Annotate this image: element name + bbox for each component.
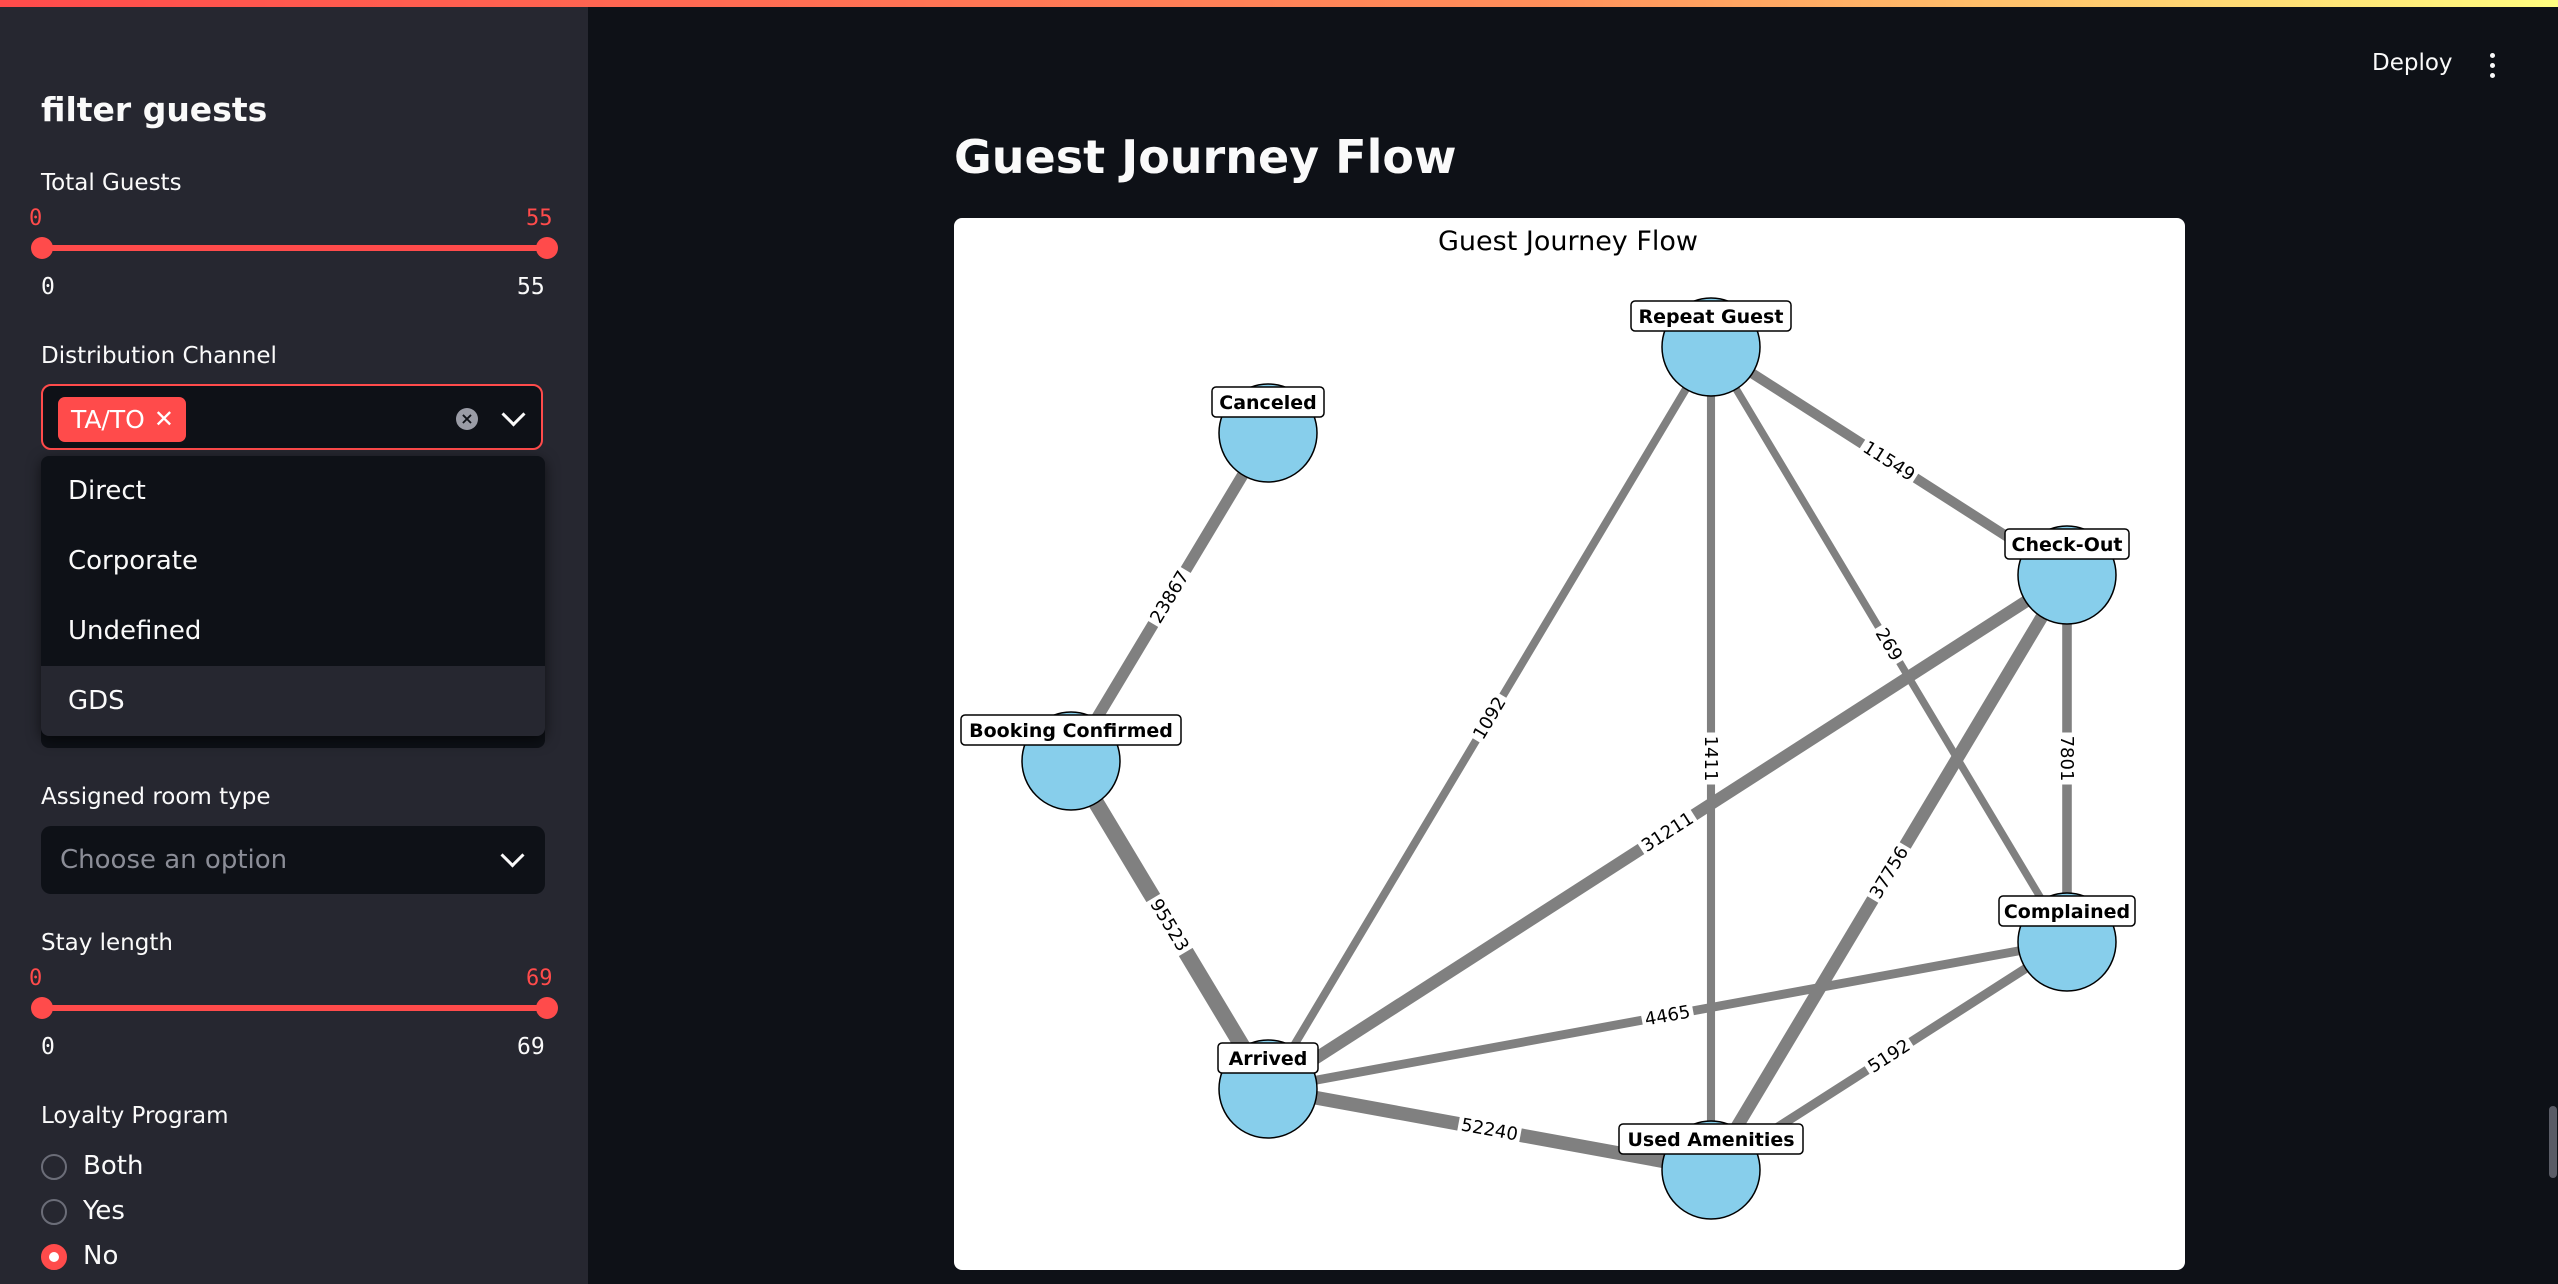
- edge-label-bg: [1466, 690, 1513, 746]
- edge-label-group: 1092: [1466, 690, 1513, 746]
- total-guests-slider-high-handle[interactable]: [536, 237, 558, 259]
- stay-length-low-value: 0: [29, 966, 43, 991]
- node-label-box-booking-confirmed: [960, 714, 1182, 746]
- chevron-down-icon[interactable]: [501, 402, 526, 427]
- chart-title: Guest Journey Flow: [1438, 226, 1698, 257]
- edge-weight-label: 95523: [1145, 895, 1192, 955]
- node-label-box-check-out: [2004, 528, 2130, 560]
- stay-length-slider-high-handle[interactable]: [536, 997, 558, 1019]
- edge-label-group: 37756: [1863, 839, 1915, 906]
- node-label-repeat-guest: Repeat Guest: [1639, 306, 1784, 328]
- dropdown-option[interactable]: GDS: [41, 666, 545, 736]
- distribution-channel-label: Distribution Channel: [41, 343, 277, 369]
- edge-label-bg: [1856, 434, 1922, 488]
- assigned-room-type-select[interactable]: Choose an option: [41, 826, 545, 894]
- guest-journey-chart: Guest Journey Flow 23867 95523 1092 31211 44…: [954, 218, 2185, 1270]
- stay-length-slider-track[interactable]: [41, 1005, 547, 1011]
- page-scrollbar[interactable]: [2549, 1106, 2557, 1178]
- radio-yes[interactable]: [41, 1199, 67, 1225]
- total-guests-slider-low-handle[interactable]: [31, 237, 53, 259]
- chip-remove-icon[interactable]: ✕: [153, 405, 174, 433]
- node-label-canceled: Canceled: [1219, 392, 1316, 414]
- edge-label-group: 7801: [2056, 732, 2078, 785]
- edge-label-bg: [1869, 621, 1909, 668]
- edge-weight-label: 5192: [1864, 1035, 1914, 1077]
- stay-length-max: 69: [517, 1034, 545, 1060]
- selected-chip-ta-to[interactable]: TA/TO ✕: [58, 397, 186, 442]
- edge-label-group: 31211: [1635, 805, 1700, 859]
- total-guests-min: 0: [41, 274, 55, 300]
- node-label-box-canceled: [1211, 386, 1325, 418]
- node-label-used-amenities: Used Amenities: [1627, 1129, 1794, 1151]
- main-menu-kebab-icon[interactable]: [2490, 53, 2496, 83]
- distribution-channel-multiselect[interactable]: TA/TO ✕ ×: [41, 384, 543, 450]
- edge-label-bg: [1635, 805, 1700, 859]
- edge-weight-label: 23867: [1146, 567, 1193, 627]
- dropdown-option[interactable]: Corporate: [68, 546, 198, 576]
- chip-label: TA/TO: [71, 405, 145, 434]
- radio-no-selected[interactable]: [41, 1244, 67, 1270]
- total-guests-max: 55: [517, 274, 545, 300]
- edge-label-bg: [2056, 732, 2078, 785]
- sidebar-title: filter guests: [41, 90, 268, 129]
- node-label-box-used-amenities: [1618, 1123, 1804, 1155]
- total-guests-low-value: 0: [29, 206, 43, 231]
- clear-all-icon[interactable]: ×: [456, 408, 478, 430]
- edge-label-bg: [1143, 892, 1196, 958]
- network-graph-svg: Guest Journey Flow 23867 95523 1092 31211 44…: [960, 226, 2136, 1220]
- edge-label-bg: [1861, 1032, 1917, 1080]
- total-guests-high-value: 55: [526, 206, 553, 231]
- total-guests-label: Total Guests: [41, 170, 182, 196]
- chevron-down-icon[interactable]: [500, 843, 525, 868]
- assigned-room-type-label: Assigned room type: [41, 784, 271, 810]
- node-label-box-complained: [1998, 895, 2136, 927]
- radio-label-both: Both: [83, 1151, 144, 1181]
- deploy-button[interactable]: Deploy: [2372, 50, 2453, 76]
- dropdown-option[interactable]: Undefined: [68, 616, 202, 646]
- node-label-check-out: Check-Out: [2012, 534, 2123, 556]
- edge-weight-label: 37756: [1866, 843, 1913, 903]
- edge-weight-label: 11549: [1859, 437, 1919, 486]
- edge-weight-label: 1411: [1700, 736, 1721, 782]
- edge-label-bg: [1456, 1113, 1523, 1146]
- select-placeholder: Choose an option: [60, 845, 288, 875]
- radio-label-no: No: [83, 1241, 119, 1271]
- edge-label-bg: [1700, 732, 1722, 785]
- edge-label-bg: [1639, 999, 1696, 1032]
- node-label-booking-confirmed: Booking Confirmed: [969, 720, 1173, 742]
- page-title: Guest Journey Flow: [954, 130, 1457, 184]
- edge-weight-label: 4465: [1643, 1002, 1692, 1031]
- edge-label-group: 11549: [1856, 434, 1922, 488]
- edge-label-group: 23867: [1143, 564, 1196, 630]
- edge-weight-label: 1092: [1469, 693, 1511, 743]
- edge-label-group: 95523: [1143, 892, 1196, 958]
- radio-label-yes: Yes: [83, 1196, 125, 1226]
- dropdown-option[interactable]: Direct: [68, 476, 146, 506]
- stay-length-high-value: 69: [526, 966, 553, 991]
- edge-label-bg: [1143, 564, 1196, 630]
- node-label-box-arrived: [1217, 1042, 1319, 1074]
- edge-label-group: 52240: [1456, 1113, 1523, 1146]
- node-label-box-repeat-guest: [1630, 300, 1792, 332]
- edge-weight-label: 52240: [1459, 1115, 1519, 1146]
- distribution-channel-dropdown-menu: Direct Corporate Undefined GDS: [41, 456, 545, 736]
- stay-length-slider-low-handle[interactable]: [31, 997, 53, 1019]
- edge-label-bg: [1863, 839, 1915, 906]
- node-label-arrived: Arrived: [1229, 1048, 1308, 1070]
- stay-length-label: Stay length: [41, 930, 173, 956]
- total-guests-slider-track[interactable]: [41, 245, 547, 251]
- radio-both[interactable]: [41, 1154, 67, 1180]
- node-label-complained: Complained: [2004, 901, 2130, 923]
- edge-label-group: 1411: [1700, 732, 1722, 785]
- stay-length-min: 0: [41, 1034, 55, 1060]
- sidebar: filter guests Total Guests 0 55 0 55 Dis…: [0, 0, 588, 1284]
- top-decoration-bar: [0, 0, 2558, 7]
- edge-weight-label: 7801: [2056, 736, 2077, 782]
- edge-label-group: 4465: [1639, 999, 1696, 1032]
- edge-label-group: 5192: [1861, 1032, 1917, 1080]
- loyalty-program-label: Loyalty Program: [41, 1103, 229, 1129]
- edge-weight-label: 31211: [1638, 808, 1698, 857]
